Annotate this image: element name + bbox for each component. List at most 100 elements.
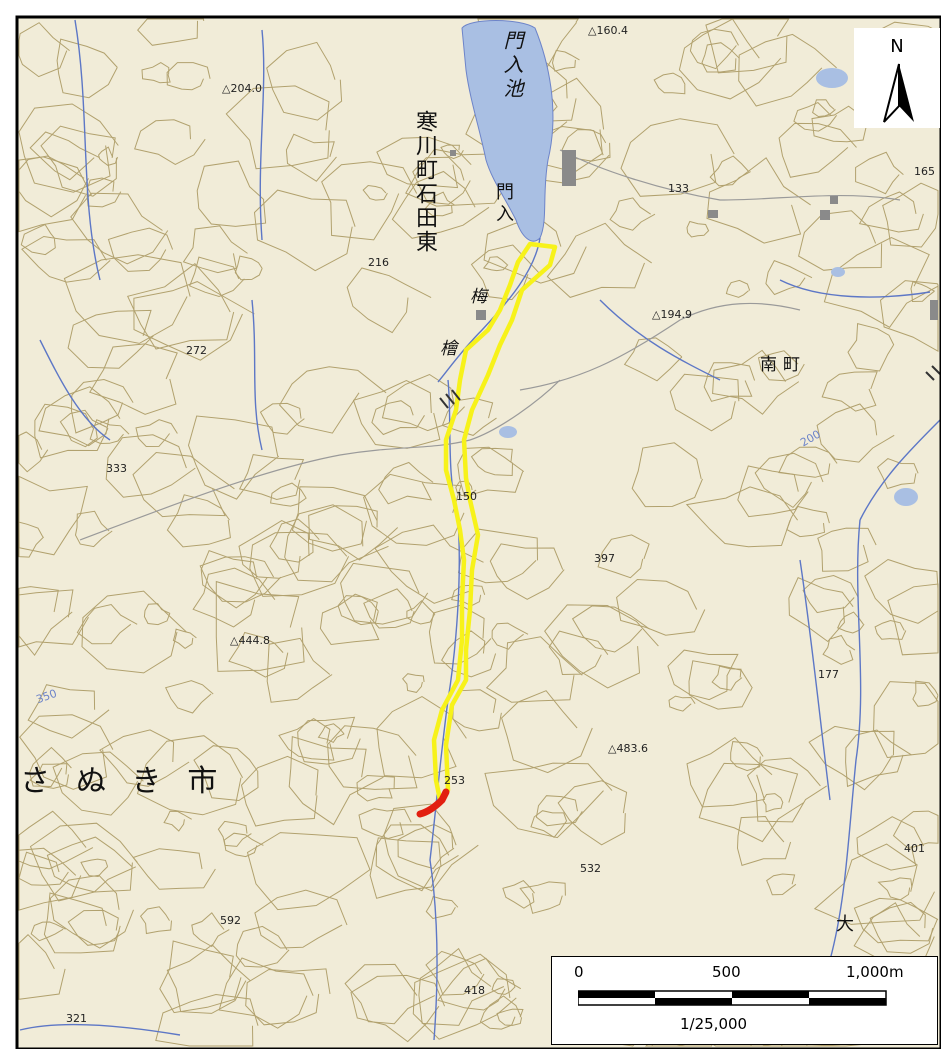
contour-line <box>441 397 497 436</box>
contour-line <box>489 543 565 600</box>
contour-line <box>319 593 380 646</box>
contour-line <box>754 452 824 509</box>
contour-line <box>686 220 710 238</box>
contour-line <box>483 217 587 284</box>
contour-line <box>327 725 418 790</box>
contour-line <box>245 968 331 1026</box>
contour-line <box>285 133 337 182</box>
contour-line <box>470 244 541 301</box>
contour-line <box>218 957 314 1029</box>
scale-tick-0: 0 <box>574 963 584 981</box>
pond-ne <box>816 68 848 88</box>
contour-line <box>501 690 593 774</box>
contour-line <box>18 810 94 870</box>
contour-line <box>482 256 509 272</box>
contour-line <box>99 729 190 787</box>
contour-line <box>105 434 196 498</box>
contour-line <box>879 280 939 353</box>
contour-line <box>705 18 790 74</box>
scale-ratio: 1/25,000 <box>680 1015 748 1033</box>
contour-line <box>519 881 566 914</box>
contour-line <box>18 934 66 1000</box>
contour-line <box>535 795 583 827</box>
hinoki-label: 檜 <box>440 339 457 359</box>
contour-line <box>155 993 259 1047</box>
contour-line <box>688 660 753 710</box>
contour-line <box>374 524 484 604</box>
contour-line <box>451 584 486 607</box>
scale-tick-1000: 1,000m <box>846 963 904 981</box>
contour-line <box>238 520 310 579</box>
contour-line <box>172 628 197 650</box>
contour-line <box>876 458 919 490</box>
cliff-marks <box>439 365 941 409</box>
scale-bar-graphic <box>578 990 887 1006</box>
contour-line <box>235 925 290 968</box>
contour-line <box>52 751 144 816</box>
contour-line <box>397 823 455 870</box>
contour-line <box>546 222 652 298</box>
contour-line <box>762 793 784 813</box>
contour-line <box>887 583 939 656</box>
north-arrow-icon <box>883 63 914 123</box>
contour-line <box>246 832 371 911</box>
contour-line <box>29 763 69 789</box>
contour-line <box>405 148 512 207</box>
contour-line <box>557 780 628 846</box>
contour-line <box>135 419 178 448</box>
contour-line <box>317 723 345 744</box>
elevation-point: 150 <box>456 490 477 503</box>
contour-line <box>166 62 211 91</box>
contour-line <box>371 400 425 436</box>
contour-line <box>725 279 751 298</box>
contour-line <box>778 122 857 178</box>
contour-line <box>259 402 305 435</box>
contour-line <box>164 680 214 714</box>
contour-line <box>406 600 436 625</box>
contour-line <box>864 558 939 624</box>
contour-line <box>81 590 187 674</box>
contour-line <box>193 745 259 802</box>
elevation-point: 272 <box>186 344 207 357</box>
contour-line <box>21 235 111 283</box>
contour-line <box>376 696 467 779</box>
contour-line <box>853 897 939 944</box>
contour-line <box>40 125 117 197</box>
contour-line <box>19 714 114 790</box>
contour-line <box>70 378 134 434</box>
contour-line <box>701 42 740 73</box>
contour-line <box>802 574 859 614</box>
contour-line <box>46 836 137 893</box>
elevation-point: 397 <box>594 552 615 565</box>
contour-line <box>845 729 912 788</box>
elevation-point: 253 <box>444 774 465 787</box>
contour-line <box>30 921 66 942</box>
contour-line <box>278 718 335 761</box>
contour-line <box>736 815 792 867</box>
contour-line <box>132 451 235 518</box>
elevation-point: 333 <box>106 462 127 475</box>
contour-line <box>89 419 130 445</box>
minamimachi-label: 南町 <box>760 355 806 375</box>
contour-line <box>816 403 895 463</box>
pond-small <box>831 267 845 277</box>
elevation-point: 177 <box>818 668 839 681</box>
contour-line <box>18 589 89 648</box>
elevation-point: 165 <box>914 165 935 178</box>
highlighted-segment[interactable] <box>416 788 450 818</box>
elevation-point: △160.4 <box>588 24 628 37</box>
contour-line <box>813 843 935 925</box>
contour-line <box>126 263 235 350</box>
contour-line <box>192 567 276 628</box>
contour-line <box>609 197 656 231</box>
lake-label: 門入池 <box>500 30 524 102</box>
contour-line <box>470 447 513 477</box>
contour-line <box>457 528 538 584</box>
contour-line <box>821 371 878 412</box>
contour-line <box>18 431 49 473</box>
contour-line <box>711 665 743 691</box>
ooka-label: 大 <box>836 914 854 935</box>
contour-line <box>136 735 244 816</box>
